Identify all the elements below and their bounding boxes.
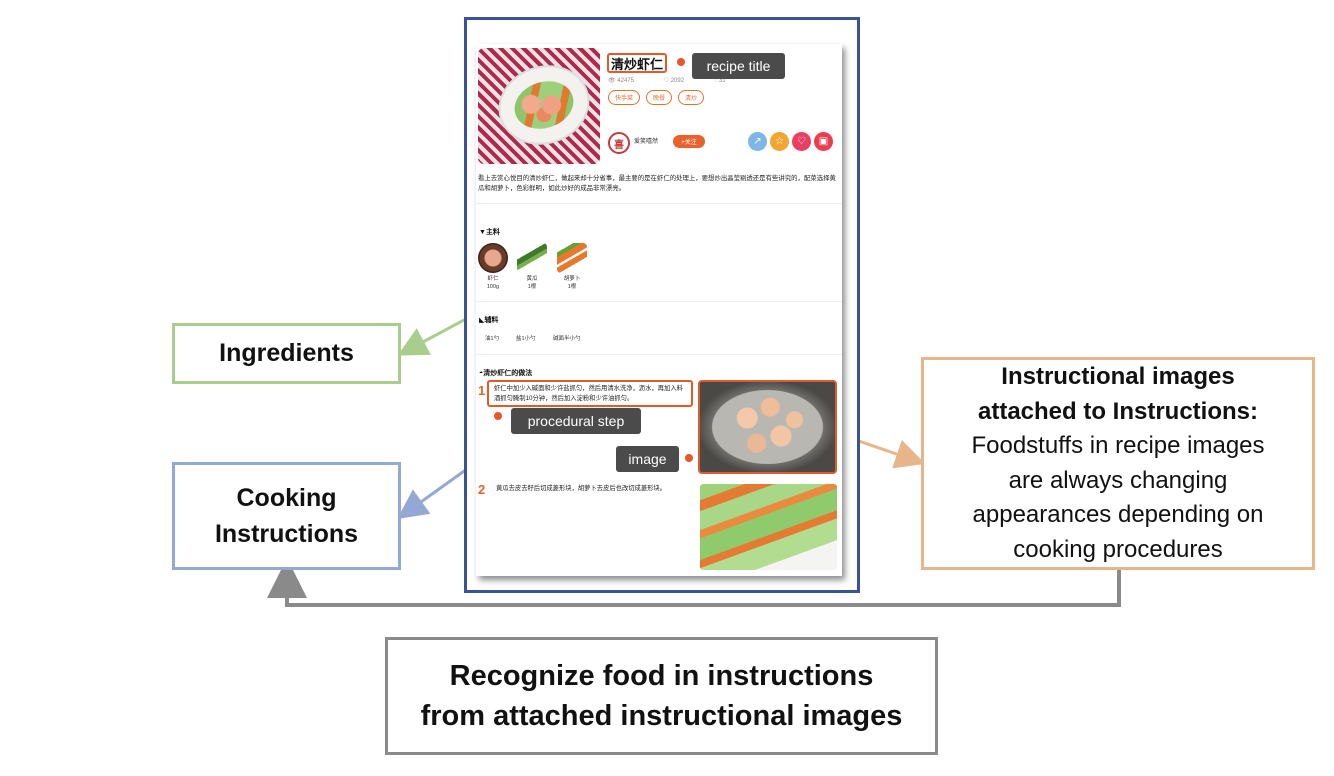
recipe-page: 清炒虾仁 👁 42475 ♡ 2092 ◌ 31 快手菜 晚餐 清炒 喜 爱笑嘻… <box>476 44 842 576</box>
recipe-stats: 👁 42475 ♡ 2092 ◌ 31 <box>608 77 754 84</box>
recognize-food-callout: Recognize food in instructions from atta… <box>385 637 938 755</box>
tooltip-dot <box>677 58 685 66</box>
images-callout-line6: cooking procedures <box>1013 535 1223 563</box>
step-image <box>700 484 837 570</box>
procedural-step-tooltip: procedural step <box>511 408 641 434</box>
method-heading: ◓清炒虾仁的做法 <box>479 370 533 377</box>
sub-ingredient-item: 碱面半小勺 <box>553 336 581 342</box>
recipe-description: 看上去赏心悦目的清炒虾仁，做起来却十分省事，最主要的是在虾仁的处理上，要想炒出晶… <box>478 175 836 192</box>
cooking-callout-line1: Cooking <box>236 484 337 512</box>
step-image <box>698 380 837 474</box>
divider <box>476 354 842 355</box>
tooltip-dot <box>494 412 502 420</box>
heart-icon[interactable]: ♡ <box>792 132 811 151</box>
recognize-callout-line1: Recognize food in instructions <box>449 660 874 692</box>
follow-button[interactable]: +关注 <box>673 135 705 148</box>
divider <box>476 203 842 204</box>
divider <box>476 301 842 302</box>
shrimp-icon <box>478 243 508 273</box>
ingredient-item[interactable]: 胡萝卜 1根 <box>556 243 588 291</box>
ingredient-item[interactable]: 黄瓜 1根 <box>516 243 548 291</box>
instructional-images-callout: Instructional images attached to Instruc… <box>921 357 1315 570</box>
images-callout-line1: Instructional images <box>1001 363 1235 390</box>
cucumber-icon <box>517 243 547 273</box>
star-icon[interactable]: ☆ <box>770 132 789 151</box>
likes-count: ♡ 2092 <box>663 78 685 84</box>
recipe-tags: 快手菜 晚餐 清炒 <box>608 90 705 105</box>
ingredients-callout-label: Ingredients <box>219 339 354 367</box>
gift-icon[interactable]: ▣ <box>814 132 833 151</box>
chef-hat-icon: ◓ <box>479 370 484 377</box>
ingredient-item[interactable]: 虾仁 100g <box>477 243 509 291</box>
comments-count: ◌ 31 <box>713 78 726 84</box>
main-ingredients-heading: ▼主料 <box>479 229 500 236</box>
images-callout-line2: attached to Instructions: <box>977 397 1259 425</box>
share-icon[interactable]: ↗ <box>748 132 767 151</box>
leaf-icon: ◣ <box>479 317 485 324</box>
step-text: 黄瓜去皮去籽后切成菱形块，胡萝卜去皮后也改切成菱形块。 <box>496 485 667 492</box>
ingredients-callout: Ingredients <box>172 323 401 384</box>
carrot-icon: ▼ <box>479 229 486 236</box>
image-tooltip: image <box>616 446 679 472</box>
step-number: 1 <box>478 383 486 398</box>
author-name[interactable]: 爱笑嘻然 <box>634 139 659 145</box>
cooking-callout-line2: Instructions <box>214 520 359 548</box>
views-count: 👁 42475 <box>608 78 634 84</box>
recipe-title: 清炒虾仁 <box>607 53 667 73</box>
tag-item[interactable]: 快手菜 <box>608 90 641 105</box>
step-number: 2 <box>478 482 486 497</box>
cooking-instructions-callout: Cooking Instructions <box>172 462 401 570</box>
recognize-callout-line2: from attached instructional images <box>420 700 903 732</box>
procedural-step: 虾仁中加少入碱面和少许盐抓匀，然后用清水洗净，沥水，再加入料酒抓匀腌制10分钟，… <box>487 380 693 407</box>
sub-ingredient-item: 油1勺 <box>485 336 500 342</box>
tag-item[interactable]: 晚餐 <box>646 90 673 105</box>
recipe-hero-image <box>478 48 600 164</box>
carrot-icon <box>557 243 587 273</box>
avatar[interactable]: 喜 <box>608 132 630 154</box>
images-callout-line4: are always changing <box>1008 466 1228 494</box>
images-callout-line3: Foodstuffs in recipe images <box>971 432 1265 459</box>
recipe-title-tooltip: recipe title <box>692 53 785 79</box>
sub-ingredient-item: 盐1小勺 <box>516 336 536 342</box>
recognize-feedback-arrow <box>267 558 1121 607</box>
step-text: 虾仁中加少入碱面和少许盐抓匀，然后用清水洗净，沥水，再加入料酒抓匀腌制10分钟，… <box>494 385 683 402</box>
tooltip-dot <box>685 454 693 462</box>
images-arrow <box>849 436 926 469</box>
sub-ingredients-heading: ◣辅料 <box>479 317 499 324</box>
tag-item[interactable]: 清炒 <box>678 90 705 105</box>
images-callout-line5: appearances depending on <box>972 501 1264 528</box>
